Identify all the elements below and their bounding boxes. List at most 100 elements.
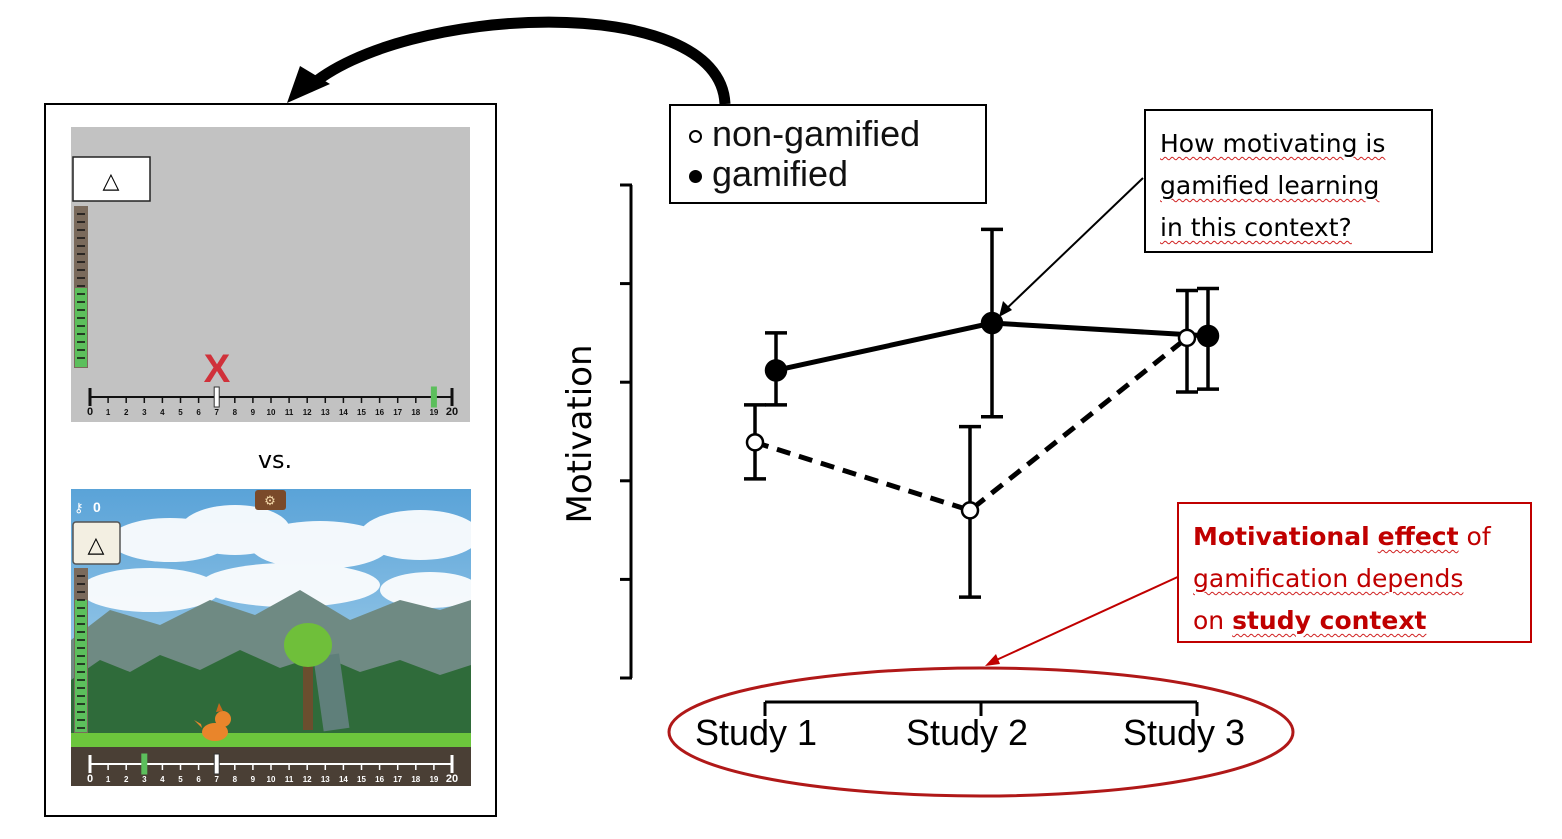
number-line-label: 12: [303, 775, 312, 784]
open-circle-marker: [689, 129, 702, 143]
filled-circle-marker: [689, 169, 702, 183]
chart-series: [744, 227, 1220, 599]
effect-word: on: [1193, 606, 1225, 635]
question-callout: How motivating is gamified learning in t…: [1144, 109, 1433, 253]
vs-label: vs.: [257, 446, 293, 474]
pillar: [313, 653, 350, 732]
question-arrow: [1002, 177, 1144, 313]
response-marker: [213, 753, 220, 775]
key-count: 0: [93, 499, 101, 515]
x-tick-label: Study 3: [1123, 712, 1246, 753]
number-line-label: 9: [251, 408, 256, 417]
legend-item-gamified: gamified: [689, 154, 848, 194]
number-line-label: 19: [429, 775, 438, 784]
effect-word: study context: [1232, 606, 1427, 635]
number-line-label: 20: [446, 773, 458, 785]
number-line-label: 4: [160, 408, 165, 417]
effect-line: gamification depends: [1193, 564, 1464, 593]
game-triangle-box: [72, 521, 121, 565]
non-gamified-data-point: [960, 501, 980, 520]
gamified-data-point: [980, 311, 1004, 335]
non-gamified-data-point: [745, 433, 765, 452]
number-line-label: 12: [303, 408, 312, 417]
x-tick-label: Study 2: [906, 712, 1029, 753]
number-line-label: 19: [429, 408, 438, 417]
number-line-label: 10: [267, 775, 276, 784]
legend: non-gamified gamified: [669, 104, 987, 204]
effect-callout: Motivational effect of gamification depe…: [1177, 502, 1532, 643]
effect-word: effect: [1377, 522, 1459, 551]
effect-word: Motivational: [1193, 522, 1370, 551]
number-line-label: 13: [321, 775, 330, 784]
number-line-label: 15: [357, 775, 366, 784]
number-line-label: 15: [357, 408, 366, 417]
question-line: gamified learning: [1160, 171, 1380, 200]
number-line-label: 11: [285, 408, 294, 417]
gamified-data-point: [764, 359, 788, 382]
number-line-label: 1: [106, 775, 111, 784]
number-line-label: 7: [214, 775, 219, 784]
number-line-label: 17: [393, 408, 402, 417]
number-line-label: 6: [196, 775, 201, 784]
number-line-label: 10: [267, 408, 276, 417]
settings-button[interactable]: [255, 490, 286, 510]
number-line-label: 5: [178, 408, 183, 417]
non-gamified-data-point: [1177, 328, 1197, 348]
triangle-icon: △: [103, 169, 120, 194]
gear-icon: ⚙: [264, 494, 276, 509]
number-line-label: 5: [178, 775, 183, 784]
study-bracket: [763, 700, 1199, 716]
tree-trunk: [303, 660, 313, 730]
number-line-label: 13: [321, 408, 330, 417]
legend-label: non-gamified: [712, 113, 921, 154]
number-line-label: 16: [375, 775, 384, 784]
gamified-data-point: [1196, 324, 1220, 348]
y-axis: [620, 183, 633, 680]
number-line-label: 3: [142, 408, 147, 417]
legend-label: gamified: [712, 153, 849, 194]
number-line-label: 0: [87, 406, 93, 418]
curved-arrow: [304, 16, 731, 105]
number-line-label: 1: [106, 408, 111, 417]
number-line-label: 7: [214, 408, 219, 417]
number-line-label: 8: [233, 408, 238, 417]
number-line-label: 3: [142, 775, 147, 784]
game-progress-ticks: [77, 575, 85, 729]
key-icon: ⚷: [74, 501, 84, 516]
number-line-label: 14: [339, 775, 348, 784]
plain-progress-ticks: [77, 213, 85, 359]
triangle-icon: △: [88, 533, 105, 558]
response-marker: [213, 386, 220, 408]
tree-crown: [284, 623, 332, 667]
number-line-label: 18: [411, 408, 420, 417]
game-progress-fill: [75, 600, 87, 732]
target-marker: [430, 386, 437, 408]
number-line-label: 17: [393, 775, 402, 784]
x-tick-label: Study 1: [695, 712, 818, 753]
effect-arrow-head: [985, 654, 1000, 666]
legend-item-non-gamified: non-gamified: [689, 114, 920, 154]
plain-triangle-box: [72, 156, 151, 202]
forest: [71, 650, 471, 740]
number-line-label: 14: [339, 408, 348, 417]
number-line-label: 16: [375, 408, 384, 417]
number-line-label: 0: [87, 773, 93, 785]
target-marker: [141, 753, 148, 775]
number-line-label: 2: [124, 775, 129, 784]
number-line-label: 4: [160, 775, 165, 784]
grass: [71, 733, 471, 747]
number-line-label: 18: [411, 775, 420, 784]
number-line-label: 6: [196, 408, 201, 417]
number-line-label: 2: [124, 408, 129, 417]
question-line: How motivating is: [1160, 129, 1386, 158]
question-line: in this context?: [1160, 213, 1352, 242]
y-axis-label: Motivation: [560, 344, 600, 524]
plain-progress-fill: [75, 288, 87, 367]
number-line-label: 9: [251, 775, 256, 784]
